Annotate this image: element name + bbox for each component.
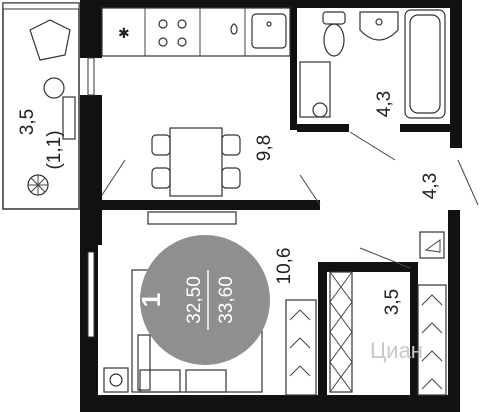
toilet-icon	[323, 23, 345, 57]
hall-area-label: 4,3	[420, 173, 441, 199]
plant-icon	[27, 174, 49, 196]
balcony	[2, 2, 80, 210]
svg-text:✱: ✱	[118, 25, 130, 41]
armchair-icon	[29, 19, 71, 61]
stove-icon	[158, 19, 187, 47]
living-area-label: 10,6	[274, 248, 295, 285]
pillow-icon	[185, 369, 227, 393]
wardrobe	[285, 231, 447, 396]
bathroom-area-label: 4,3	[374, 91, 395, 117]
toilet-tank-icon	[322, 11, 346, 25]
tv-stand-icon	[147, 211, 237, 225]
electrical-panel-icon	[419, 231, 445, 259]
watermark: Циан	[370, 338, 423, 363]
balcony-area-alt-label: (1,1)	[44, 130, 65, 169]
balcony-area-label: 3,5	[17, 109, 38, 135]
bathtub-icon	[404, 9, 446, 119]
drop-icon	[230, 23, 238, 35]
apartment-badge: 1 32,50 33,60	[136, 235, 270, 365]
washbasin-icon	[359, 11, 399, 41]
badge-living-area: 32,50	[184, 276, 205, 324]
kitchen-counter: ✱	[101, 7, 291, 57]
badge-total-area: 33,60	[216, 276, 237, 324]
washing-machine-icon	[299, 61, 331, 118]
windows	[87, 57, 95, 338]
wardrobe-area-label: 3,5	[382, 289, 403, 315]
badge-rooms: 1	[136, 293, 166, 307]
nightstand-icon	[103, 367, 129, 393]
bench-icon	[62, 96, 76, 140]
kitchen-area-label: 9,8	[254, 135, 275, 161]
bathroom-fixtures	[299, 9, 446, 119]
sink-icon	[251, 13, 287, 49]
door-swings	[101, 131, 479, 269]
table-icon	[43, 77, 65, 99]
pillow-icon	[139, 369, 181, 393]
dining-table	[151, 127, 241, 197]
